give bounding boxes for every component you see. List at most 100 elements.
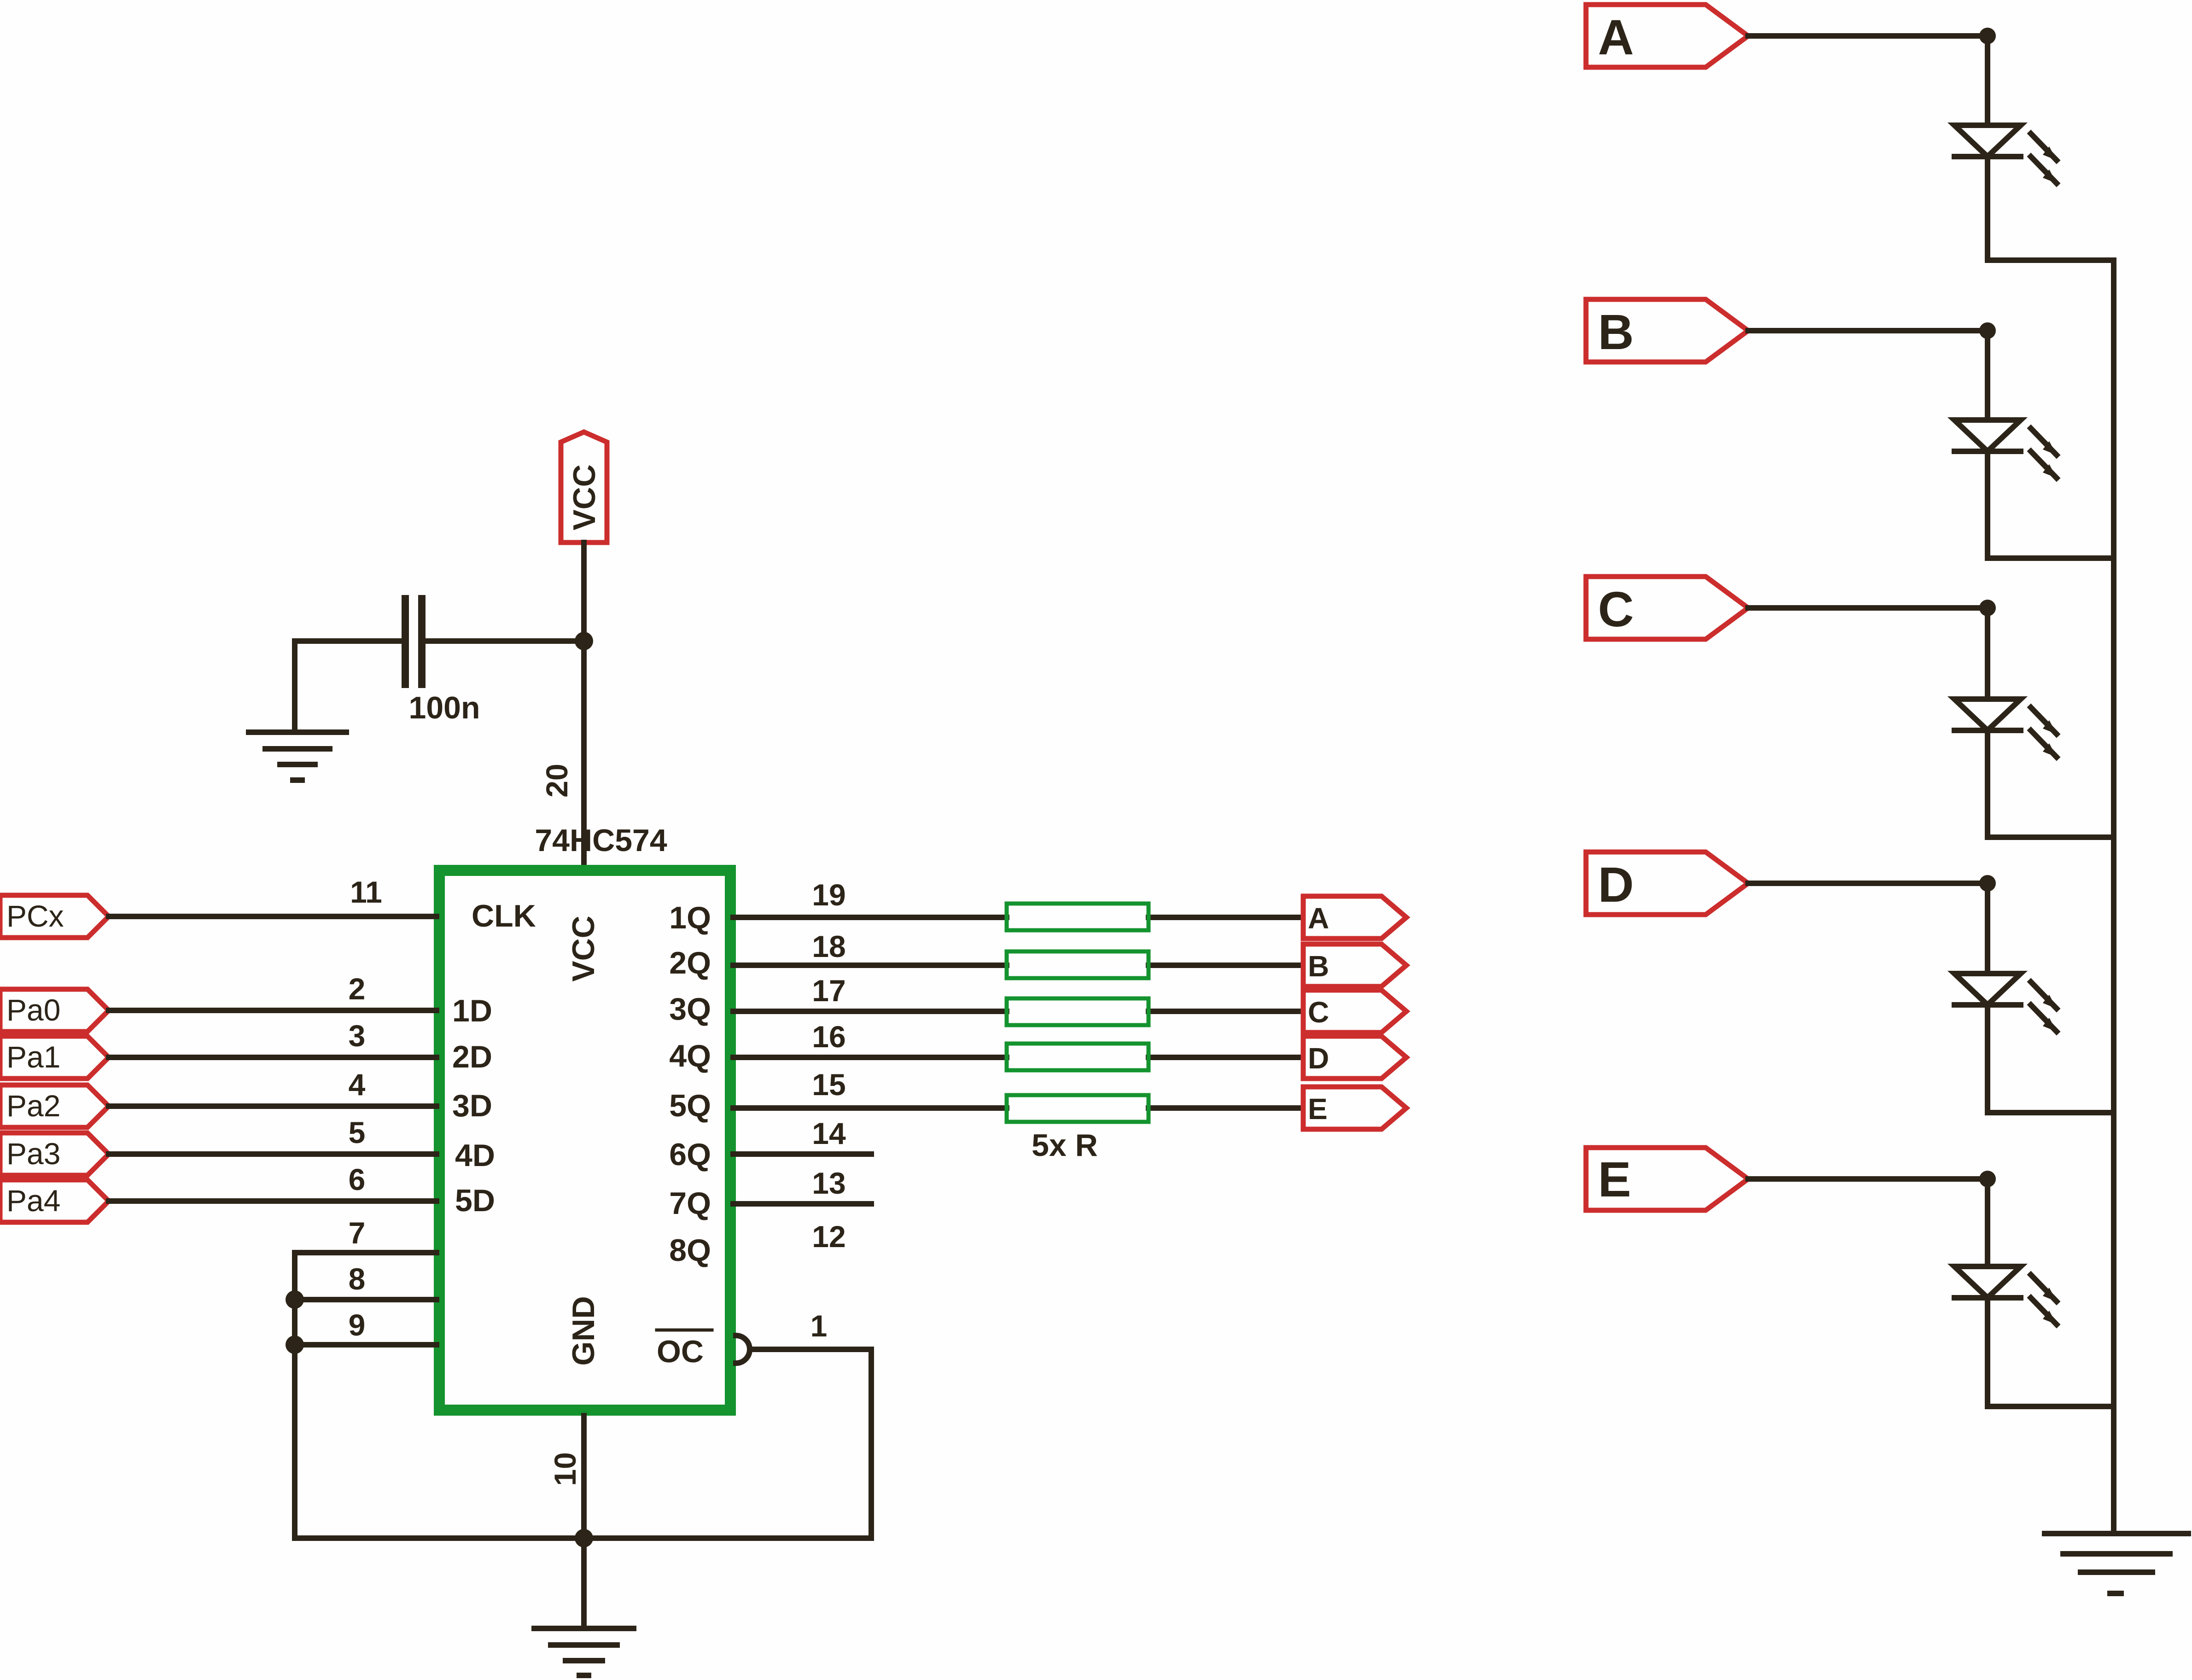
output-6q-pin: 14 xyxy=(812,1116,846,1150)
led-port-d xyxy=(1583,849,1753,917)
vcc-pin-number: 20 xyxy=(540,764,574,797)
out-port-c xyxy=(1300,987,1411,1035)
led-port-b xyxy=(1583,297,1753,365)
output-1q-name: 1Q xyxy=(669,900,711,935)
led-a-icon xyxy=(1947,122,2061,187)
junction-pin9 xyxy=(286,1336,304,1354)
port-pcx xyxy=(0,892,112,940)
chip-ground-icon xyxy=(531,1626,636,1678)
oc-wire xyxy=(581,1347,874,1541)
output-8q-pin: 12 xyxy=(812,1219,845,1254)
vcc-port xyxy=(558,429,610,545)
output-1q-pin: 19 xyxy=(812,878,845,912)
output-8q-name: 8Q xyxy=(669,1233,711,1268)
led-port-b-label: B xyxy=(1598,304,1634,360)
input-pa1-pin: 3 xyxy=(349,1019,366,1053)
oc-pin-number: 1 xyxy=(810,1309,828,1343)
ground-icon xyxy=(246,729,349,783)
input-pa4-pin: 6 xyxy=(349,1162,366,1196)
led-port-e-label: E xyxy=(1598,1151,1631,1207)
pin8-number: 8 xyxy=(349,1262,366,1296)
input-pa3-pin: 5 xyxy=(349,1115,366,1149)
output-3q-pin: 17 xyxy=(812,974,845,1008)
oc-pin-name: OC xyxy=(657,1334,704,1369)
grounded-inputs-wiring xyxy=(292,1250,587,1541)
resistor-r4 xyxy=(1004,1041,1151,1073)
output-5q-pin: 15 xyxy=(812,1068,845,1102)
led-d-junction xyxy=(1979,875,1996,892)
output-2q-name: 2Q xyxy=(669,945,711,980)
input-pa1-name: 2D xyxy=(452,1039,492,1074)
output-4q-name: 4Q xyxy=(669,1038,711,1073)
pin7-number: 7 xyxy=(349,1216,366,1250)
led-port-a xyxy=(1583,2,1753,70)
output-2q-pin: 18 xyxy=(812,929,845,963)
out-port-d-label: D xyxy=(1308,1042,1329,1075)
input-pa0-name: 1D xyxy=(452,993,492,1028)
out-port-d xyxy=(1300,1033,1411,1081)
capacitor-value: 100n xyxy=(409,690,480,725)
led-port-c-label: C xyxy=(1598,581,1634,637)
chip-74hc574 xyxy=(434,865,736,1416)
input-pa4-port: Pa4 xyxy=(6,1184,60,1218)
led-a-wire xyxy=(1745,33,2116,263)
led-b-wire xyxy=(1745,328,2116,561)
chip-gnd-label: GND xyxy=(566,1296,601,1365)
resistor-r3 xyxy=(1004,996,1151,1027)
input-pa4-name: 5D xyxy=(455,1183,495,1218)
clk-pin-name: CLK xyxy=(472,898,536,933)
input-pa3-port: Pa3 xyxy=(6,1137,60,1171)
led-port-e xyxy=(1583,1145,1753,1213)
led-b-icon xyxy=(1947,417,2061,482)
led-c-wire xyxy=(1745,605,2116,840)
input-pa0-port: Pa0 xyxy=(6,993,60,1027)
led-d-icon xyxy=(1947,971,2061,1036)
cap-gnd-wire xyxy=(292,638,404,735)
output-4q-pin: 16 xyxy=(812,1020,845,1054)
chip-part-number: 74HC574 xyxy=(535,823,667,858)
output-5q-name: 5Q xyxy=(669,1088,711,1123)
led-d-wire xyxy=(1745,881,2116,1115)
input-pa3-name: 4D xyxy=(455,1138,495,1173)
gnd-pin-number: 10 xyxy=(548,1452,582,1486)
input-pa2-name: 3D xyxy=(452,1088,492,1123)
input-pa2-port: Pa2 xyxy=(6,1089,60,1123)
led-c-icon xyxy=(1947,696,2061,761)
out-port-e xyxy=(1300,1084,1411,1132)
out-port-b-label: B xyxy=(1308,950,1329,983)
out-port-a-label: A xyxy=(1308,902,1329,935)
input-pa2-pin: 4 xyxy=(349,1068,366,1102)
led-a-junction xyxy=(1979,28,1996,44)
input-pa4 xyxy=(0,1177,439,1225)
led-e-wire xyxy=(1745,1176,2116,1409)
pin9-number: 9 xyxy=(349,1308,366,1342)
input-pa0-pin: 2 xyxy=(349,972,366,1006)
led-port-d-label: D xyxy=(1598,857,1634,912)
port-pcx-label: PCx xyxy=(6,899,64,933)
led-port-c xyxy=(1583,574,1753,642)
input-pa0 xyxy=(0,986,439,1034)
led-b-junction xyxy=(1979,322,1996,339)
led-e-junction xyxy=(1979,1171,1996,1187)
led-e-icon xyxy=(1947,1264,2061,1329)
clk-pin-number: 11 xyxy=(350,875,382,909)
output-3q-name: 3Q xyxy=(669,992,711,1027)
input-pa1 xyxy=(0,1033,439,1081)
resistor-array-label: 5x R xyxy=(1032,1128,1098,1163)
input-pa2 xyxy=(0,1082,439,1130)
input-pa1-port: Pa1 xyxy=(6,1040,60,1074)
output-6q-name: 6Q xyxy=(669,1137,711,1172)
out-port-e-label: E xyxy=(1308,1092,1328,1126)
led-port-a-label: A xyxy=(1598,9,1634,65)
out-port-a xyxy=(1300,893,1411,941)
led-c-junction xyxy=(1979,600,1996,616)
output-7q-name: 7Q xyxy=(669,1186,711,1221)
out-port-c-label: C xyxy=(1308,996,1329,1029)
resistor-r5 xyxy=(1004,1093,1151,1124)
vcc-port-label: VCC xyxy=(567,464,602,531)
junction-pin8 xyxy=(286,1290,304,1309)
resistor-r2 xyxy=(1004,949,1151,980)
led-ground-icon xyxy=(2042,1531,2191,1596)
output-7q-pin: 13 xyxy=(812,1166,845,1200)
